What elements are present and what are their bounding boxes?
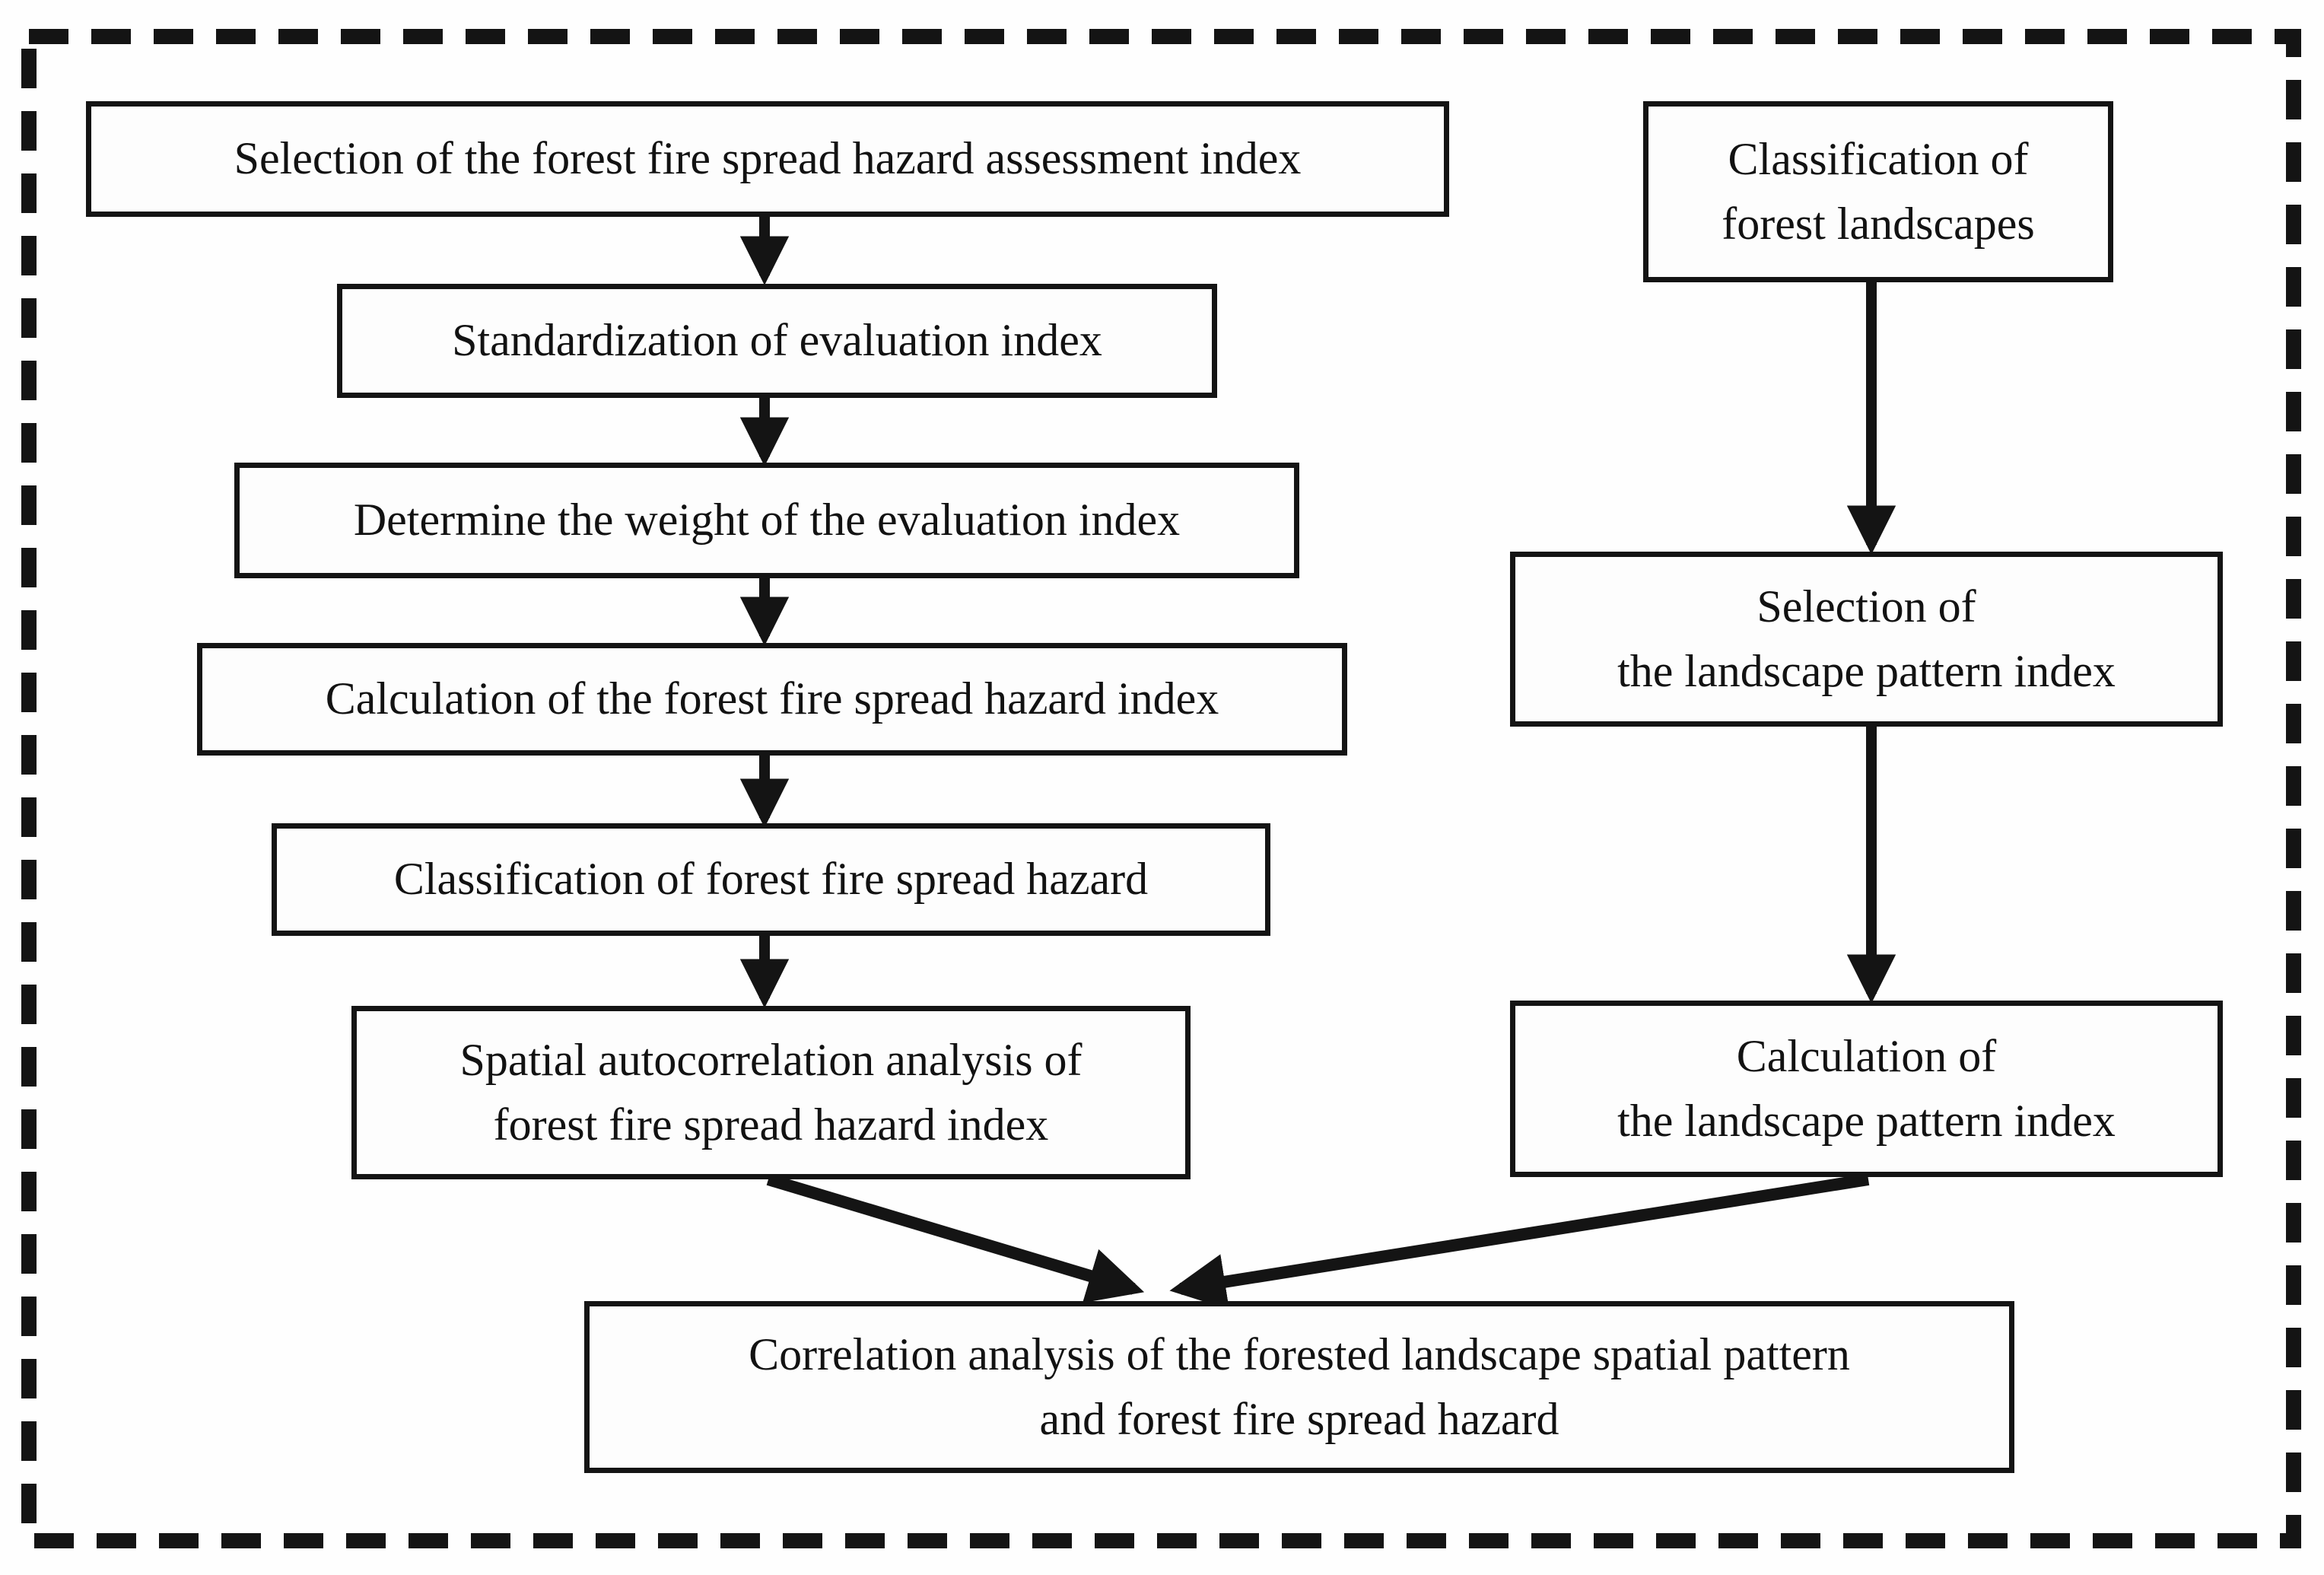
box-text-line: the landscape pattern index	[1617, 1096, 2116, 1146]
flow-box-calculation-hazard-index: Calculation of the forest fire spread ha…	[197, 643, 1347, 756]
box-text-line: the landscape pattern index	[1617, 646, 2116, 696]
arrow-autocorrelation-to-correlation	[766, 1173, 1145, 1303]
box-text-line: Classification of	[1728, 133, 2029, 184]
box-text-line: and forest fire spread hazard	[1039, 1394, 1559, 1444]
box-text-line: Classification of forest fire spread haz…	[393, 854, 1149, 905]
flow-box-classification-landscapes: Classification of forest landscapes	[1643, 101, 2113, 282]
box-text-line: Calculation of	[1736, 1030, 1997, 1081]
box-text-line: Determine the weight of the evaluation i…	[353, 495, 1181, 546]
box-text-line: Standardization of evaluation index	[452, 315, 1102, 366]
arrow-calculation-pattern-to-correlation	[1169, 1173, 1870, 1310]
box-text-line: Calculation of the forest fire spread ha…	[325, 673, 1219, 724]
box-text-line: Selection of the forest fire spread haza…	[234, 133, 1302, 184]
flow-box-selection-assessment-index: Selection of the forest fire spread haza…	[86, 101, 1449, 217]
flow-box-calculation-pattern-index: Calculation of the landscape pattern ind…	[1510, 1001, 2223, 1177]
flow-box-determine-weight: Determine the weight of the evaluation i…	[234, 463, 1299, 578]
box-text-line: Correlation analysis of the forested lan…	[749, 1328, 1850, 1379]
box-text-line: forest landscapes	[1722, 199, 2035, 249]
box-text-line: Selection of	[1757, 581, 1976, 632]
flow-box-classification-hazard: Classification of forest fire spread haz…	[272, 823, 1270, 936]
flow-box-standardization-index: Standardization of evaluation index	[337, 284, 1217, 398]
flow-box-correlation-analysis: Correlation analysis of the forested lan…	[584, 1301, 2014, 1473]
dashed-border	[21, 29, 2301, 1548]
box-text-line: Spatial autocorrelation analysis of	[459, 1034, 1083, 1085]
box-text-line: forest fire spread hazard index	[493, 1099, 1049, 1150]
flow-box-spatial-autocorrelation: Spatial autocorrelation analysis of fore…	[351, 1006, 1191, 1179]
flow-box-selection-pattern-index: Selection of the landscape pattern index	[1510, 552, 2223, 727]
